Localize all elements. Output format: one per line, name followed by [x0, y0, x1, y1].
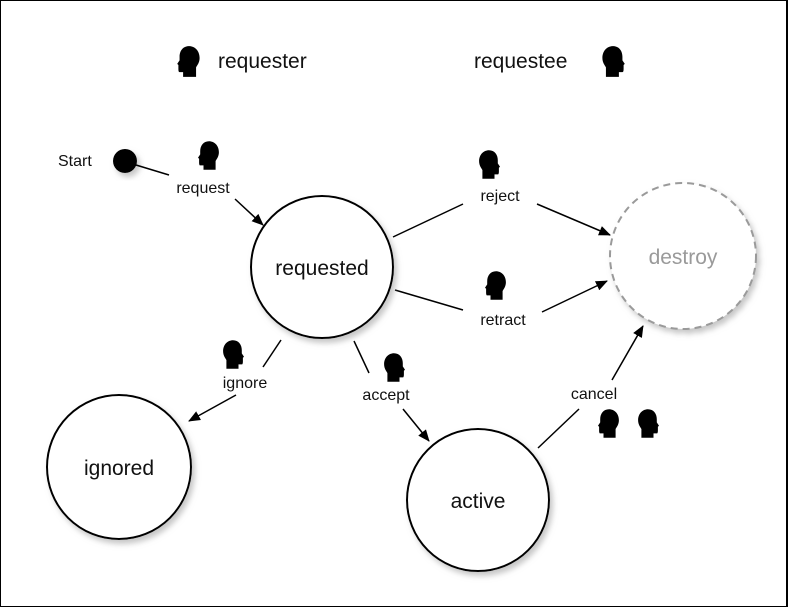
state-requested-label: requested — [275, 257, 368, 280]
edge-start-segment — [135, 164, 170, 176]
person-head-right-icon — [602, 46, 625, 77]
person-head-left-icon — [177, 46, 200, 77]
accept-actor-icon — [384, 353, 405, 382]
transition-request-label: request — [176, 180, 230, 197]
state-requested-node — [250, 195, 394, 339]
state-destroy-node — [609, 182, 757, 330]
edge-ignore — [188, 394, 237, 422]
state-active-label: active — [451, 490, 506, 513]
transition-reject-label: reject — [480, 188, 520, 205]
request-actor-icon — [198, 141, 219, 170]
edge-accept-start — [353, 340, 370, 374]
transition-ignore-label: ignore — [223, 375, 268, 392]
edge-reject — [536, 203, 611, 236]
state-active-node — [406, 428, 550, 572]
legend-requestee: requestee — [474, 50, 567, 73]
start-label: Start — [58, 153, 92, 170]
edge-ignore-start — [262, 339, 282, 368]
edge-retract-start — [394, 289, 464, 311]
start-node — [113, 149, 137, 173]
edge-retract — [541, 280, 608, 313]
state-destroy-label: destroy — [649, 246, 718, 269]
ignore-actor-icon — [223, 340, 244, 369]
edge-request — [234, 198, 264, 226]
state-ignored-label: ignored — [84, 457, 154, 480]
legend-requester: requester — [218, 50, 307, 73]
edge-accept — [402, 408, 430, 442]
edge-cancel — [611, 325, 644, 381]
cancel-requester-icon — [598, 409, 619, 438]
transition-retract-label: retract — [480, 312, 526, 329]
edge-cancel-start — [537, 408, 580, 449]
retract-actor-icon — [485, 271, 506, 300]
state-ignored-node — [46, 394, 192, 540]
cancel-requestee-icon — [638, 409, 659, 438]
edge-reject-start — [392, 203, 464, 238]
transition-cancel-label: cancel — [571, 386, 617, 403]
transition-accept-label: accept — [362, 387, 410, 404]
reject-actor-icon — [479, 150, 500, 179]
